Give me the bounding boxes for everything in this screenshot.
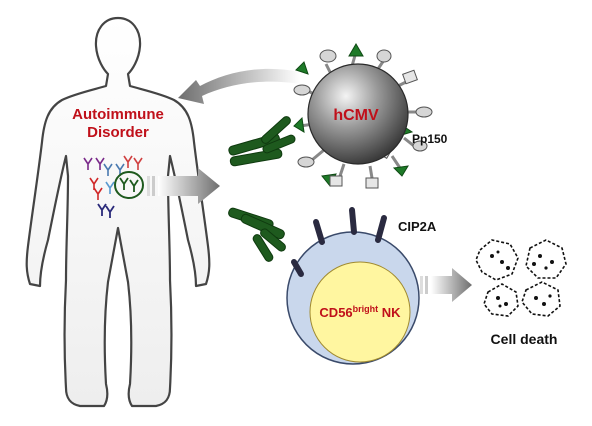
antibody-icon <box>83 157 105 170</box>
antibody-icon <box>123 155 143 170</box>
nk-protein-label: CIP2A <box>398 219 437 234</box>
virus-protein-label: Pp150 <box>412 132 448 146</box>
nk-cell-label-sup: bright <box>353 304 379 314</box>
highlight-circle <box>114 171 144 199</box>
virus-label: hCMV <box>333 107 379 124</box>
antibody-icon <box>97 203 115 218</box>
gradient-arrow-icon <box>178 68 300 104</box>
antibody-icon <box>103 163 125 176</box>
apoptotic-cell-cluster <box>475 239 567 317</box>
antibody-icon <box>105 181 115 194</box>
human-body-outline-icon <box>25 16 211 408</box>
antibody-icon <box>119 177 139 192</box>
virus-particle-icon: hCMV <box>293 43 433 189</box>
antibody-icon <box>89 177 103 200</box>
gradient-arrow-icon <box>420 268 472 302</box>
nk-cell-label: CD56bright NK <box>319 304 401 320</box>
outcome-label: Cell death <box>491 331 558 347</box>
antibody-icon <box>228 116 296 167</box>
body-antibody-cluster <box>83 155 144 218</box>
antibody-icon <box>228 207 286 262</box>
apoptotic-cell-icon <box>525 239 567 279</box>
disorder-label-line2: Disorder <box>87 124 149 141</box>
apoptotic-cell-icon <box>475 239 519 281</box>
apoptotic-cell-icon <box>483 283 519 317</box>
nk-cell-label-suffix: NK <box>378 305 401 320</box>
apoptotic-cell-icon <box>521 281 561 317</box>
nk-cell-label-main: CD56 <box>319 305 352 320</box>
gradient-arrow-icon <box>147 168 220 204</box>
nk-cell-icon: CD56bright NK <box>286 207 420 365</box>
apoptotic-fragments <box>490 250 554 308</box>
disorder-label-line1: Autoimmune <box>72 106 164 123</box>
